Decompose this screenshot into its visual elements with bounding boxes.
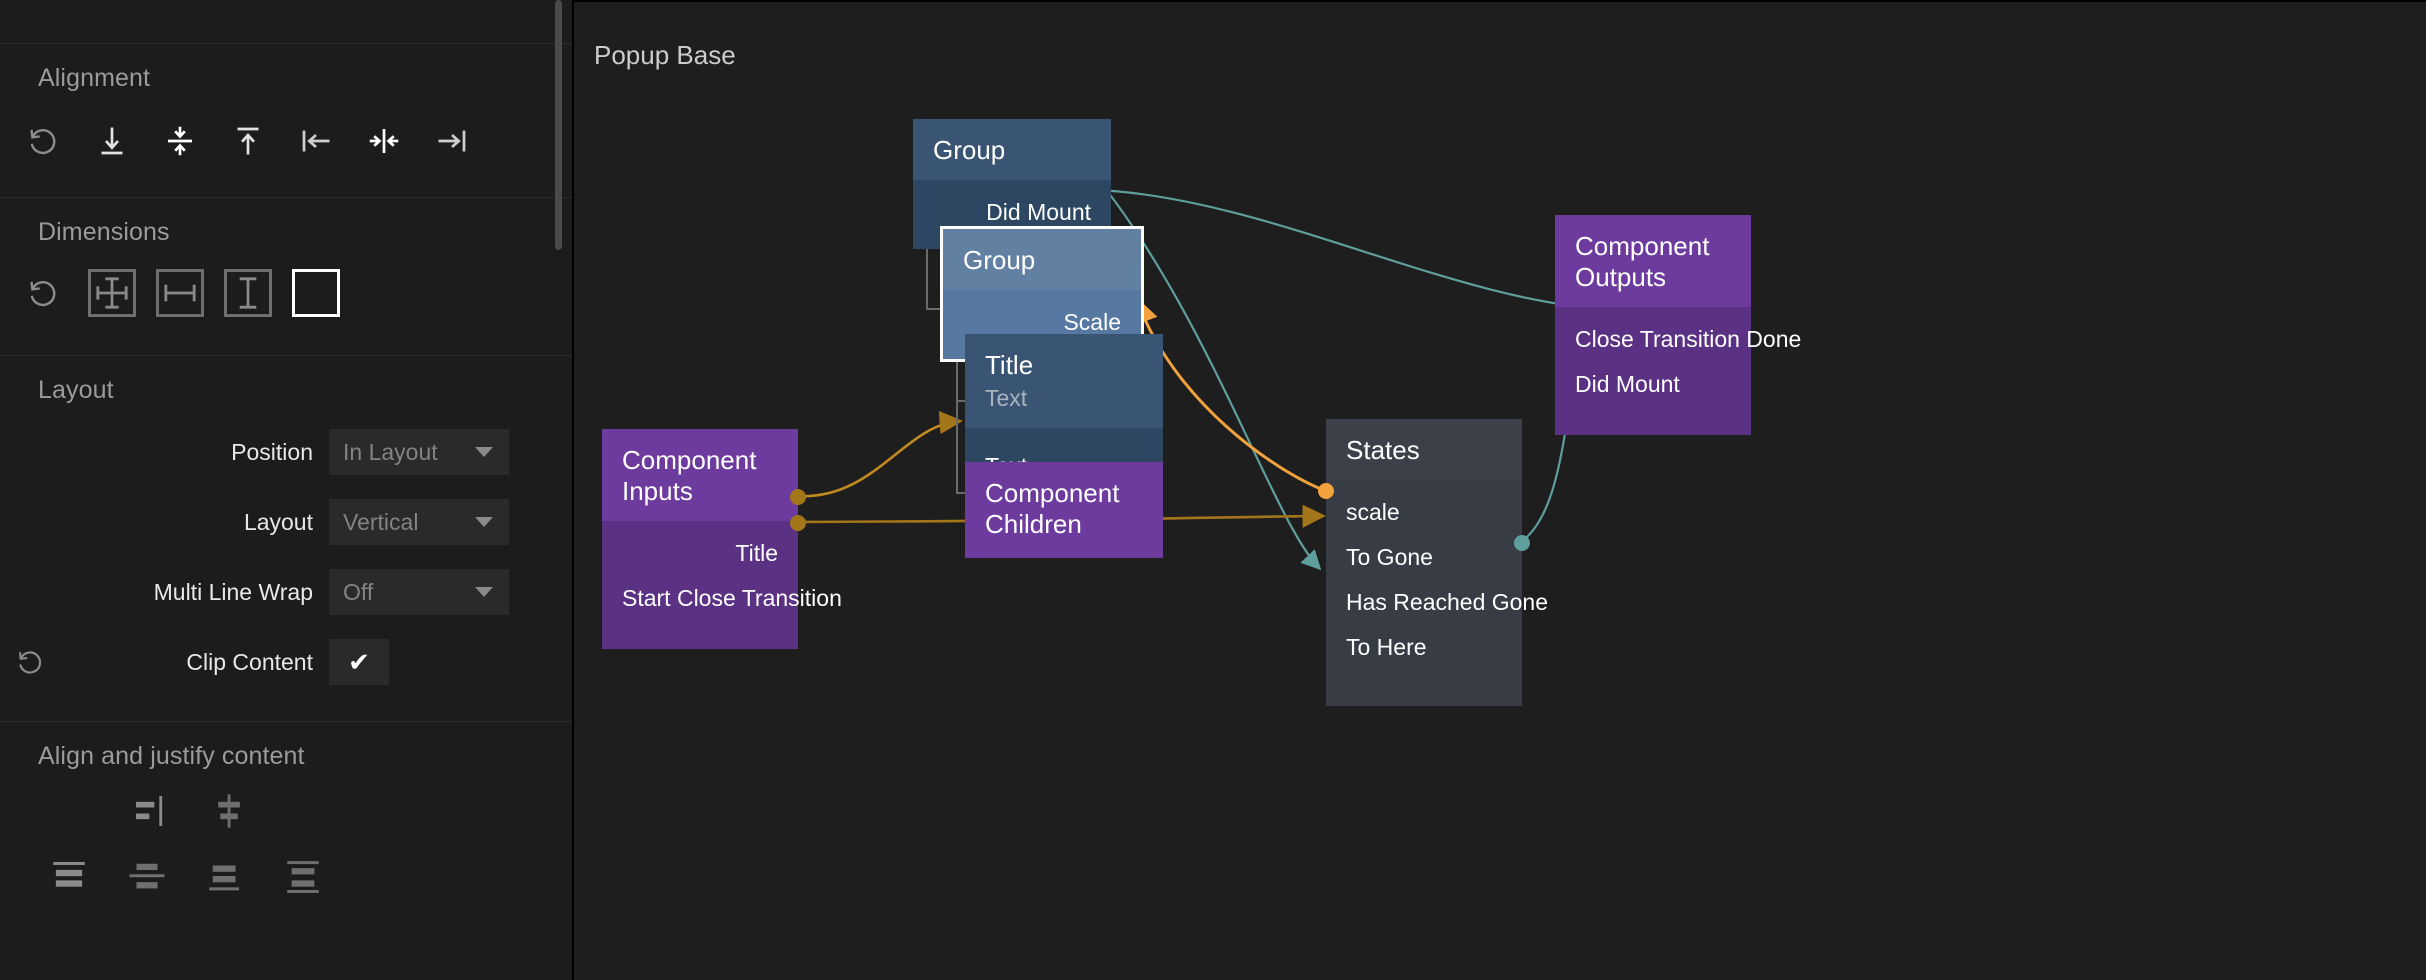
pin-scale[interactable] bbox=[1318, 483, 1334, 499]
layout-select[interactable]: Vertical bbox=[329, 499, 509, 545]
multi-line-wrap-label: Multi Line Wrap bbox=[153, 578, 313, 605]
align-horizontal-center-icon[interactable] bbox=[350, 111, 418, 171]
port-title[interactable]: Title bbox=[735, 540, 778, 566]
port-scale[interactable]: Scale bbox=[1063, 309, 1121, 335]
multi-line-wrap-select[interactable]: Off bbox=[329, 569, 509, 615]
node-body: Title Start Close Transition bbox=[602, 521, 842, 649]
port-did-mount-in[interactable]: Did Mount bbox=[1575, 371, 1680, 397]
revert-icon[interactable] bbox=[10, 261, 78, 325]
align-content-start-icon[interactable] bbox=[30, 846, 108, 906]
port-to-here[interactable]: To Here bbox=[1346, 634, 1427, 660]
dimensions-icon-row bbox=[0, 247, 572, 355]
clip-content-label: Clip Content bbox=[186, 648, 313, 675]
pin-start-close-transition[interactable] bbox=[790, 515, 806, 531]
pin-has-reached-gone[interactable] bbox=[1514, 535, 1530, 551]
alignment-section-title: Alignment bbox=[38, 64, 151, 92]
justify-section-title: Align and justify content bbox=[38, 742, 305, 770]
justify-content-center-icon[interactable] bbox=[190, 781, 268, 841]
node-title: Group bbox=[913, 119, 1111, 180]
layout-section-title: Layout bbox=[38, 376, 114, 404]
align-content-space-around-icon[interactable] bbox=[420, 846, 498, 906]
port-start-close-transition[interactable]: Start Close Transition bbox=[622, 585, 842, 611]
align-left-icon[interactable] bbox=[282, 111, 350, 171]
inspector-top-strip bbox=[0, 0, 572, 44]
chevron-down-icon bbox=[475, 447, 493, 457]
tree-guide-vertical-2 bbox=[956, 332, 958, 494]
node-component-children[interactable]: Component Children bbox=[965, 462, 1163, 558]
justify-content-end-icon[interactable] bbox=[268, 781, 346, 841]
chevron-down-icon bbox=[475, 587, 493, 597]
size-fixed-icon[interactable] bbox=[282, 261, 350, 325]
position-label: Position bbox=[231, 438, 313, 465]
node-title: Title bbox=[965, 334, 1163, 385]
layout-row-multi-line-wrap: Multi Line Wrap Off bbox=[0, 569, 572, 615]
port-to-gone[interactable]: To Gone bbox=[1346, 544, 1433, 570]
node-title: Component Outputs bbox=[1555, 215, 1751, 307]
port-close-transition-done[interactable]: Close Transition Done bbox=[1575, 326, 1802, 352]
size-height-icon[interactable] bbox=[214, 261, 282, 325]
align-content-center-icon[interactable] bbox=[108, 846, 186, 906]
alignment-icon-row bbox=[0, 93, 572, 197]
justify-content-row bbox=[0, 781, 572, 841]
alignment-section: Alignment bbox=[0, 44, 572, 198]
justify-body bbox=[0, 771, 572, 921]
align-right-icon[interactable] bbox=[418, 111, 486, 171]
layout-row-clip-content: Clip Content ✔ bbox=[0, 639, 572, 685]
layout-row-position: Position In Layout bbox=[0, 429, 572, 475]
node-states[interactable]: States scale To Gone Has Reached Gone To… bbox=[1318, 419, 1549, 706]
align-vertical-center-icon[interactable] bbox=[146, 111, 214, 171]
align-content-end-icon[interactable] bbox=[186, 846, 264, 906]
multi-line-wrap-value: Off bbox=[343, 578, 374, 605]
position-select[interactable]: In Layout bbox=[329, 429, 509, 475]
layout-label: Layout bbox=[243, 508, 313, 535]
align-bottom-icon[interactable] bbox=[78, 111, 146, 171]
clip-content-checkbox[interactable]: ✔ bbox=[329, 639, 389, 685]
justify-section: Align and justify content bbox=[0, 722, 572, 921]
inspector-panel: Alignment bbox=[0, 0, 574, 980]
node-title: Component Inputs bbox=[602, 429, 798, 521]
justify-content-start-icon[interactable] bbox=[112, 781, 190, 841]
graph-title: Popup Base bbox=[594, 40, 736, 70]
revert-icon[interactable] bbox=[0, 647, 62, 677]
node-subtitle: Text bbox=[965, 385, 1163, 428]
tree-guide-vertical-1 bbox=[926, 224, 928, 310]
dimensions-section: Dimensions bbox=[0, 198, 572, 356]
node-body: scale To Gone Has Reached Gone To Here bbox=[1326, 480, 1549, 706]
align-content-row bbox=[0, 841, 572, 911]
port-has-reached-gone[interactable]: Has Reached Gone bbox=[1346, 589, 1549, 615]
node-title: Group bbox=[943, 229, 1141, 290]
node-title: States bbox=[1326, 419, 1522, 480]
align-top-icon[interactable] bbox=[214, 111, 282, 171]
layout-row-layout: Layout Vertical bbox=[0, 499, 572, 545]
align-content-space-between-icon[interactable] bbox=[342, 846, 420, 906]
size-both-icon[interactable] bbox=[78, 261, 146, 325]
node-component-outputs[interactable]: Component Outputs Close Transition Done … bbox=[1555, 215, 1802, 435]
tree-guide-horizontal-3 bbox=[956, 492, 970, 494]
position-value: In Layout bbox=[343, 438, 438, 465]
dimensions-section-title: Dimensions bbox=[38, 218, 170, 246]
port-scale-in[interactable]: scale bbox=[1346, 499, 1400, 525]
tree-guide-horizontal-1 bbox=[926, 308, 940, 310]
size-width-icon[interactable] bbox=[146, 261, 214, 325]
node-component-inputs[interactable]: Component Inputs Title Start Close Trans… bbox=[602, 429, 842, 649]
layout-value: Vertical bbox=[343, 508, 419, 535]
port-did-mount[interactable]: Did Mount bbox=[986, 199, 1091, 225]
node-body: Close Transition Done Did Mount bbox=[1555, 307, 1802, 435]
pin-title[interactable] bbox=[790, 489, 806, 505]
inspector-scrollbar[interactable] bbox=[555, 0, 562, 250]
revert-icon[interactable] bbox=[10, 111, 78, 171]
node-graph-canvas[interactable]: Popup Base bbox=[574, 0, 2426, 980]
tree-guide-horizontal-2 bbox=[956, 400, 970, 402]
chevron-down-icon bbox=[475, 517, 493, 527]
align-content-stretch-icon[interactable] bbox=[264, 846, 342, 906]
node-title: Component Children bbox=[965, 462, 1163, 558]
layout-section: Layout Position In Layout Layout Vertica… bbox=[0, 356, 572, 722]
